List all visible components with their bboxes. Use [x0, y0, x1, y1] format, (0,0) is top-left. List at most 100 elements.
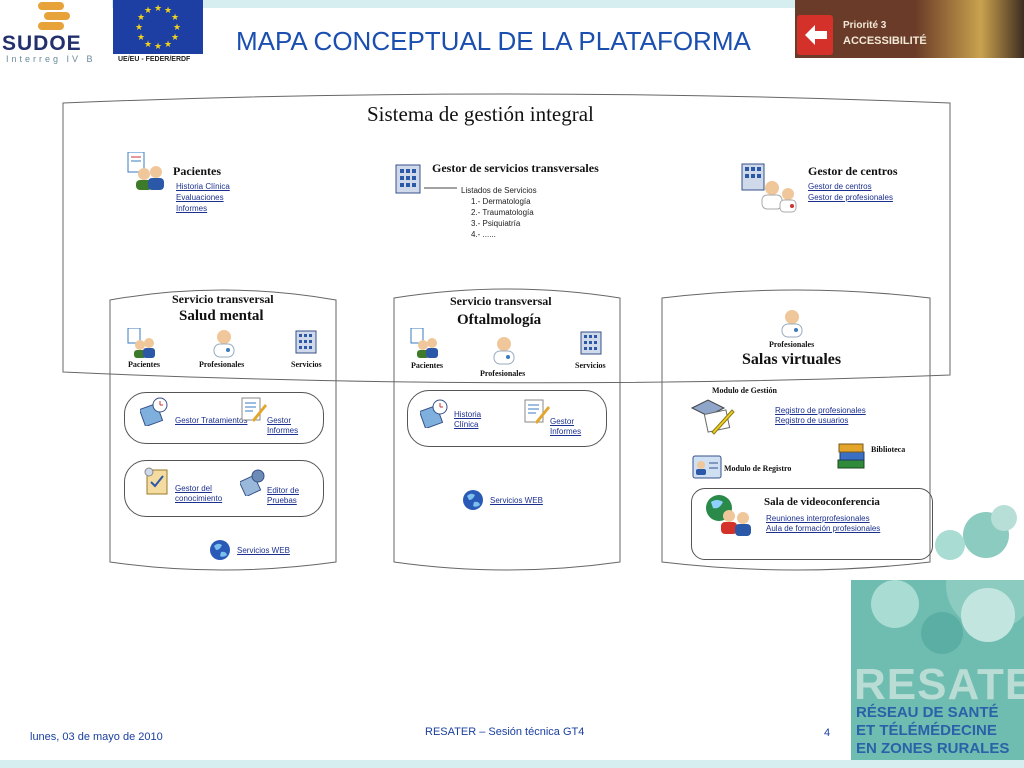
- service-item: 2.- Traumatología: [471, 208, 534, 217]
- decor-bubble: [935, 530, 965, 560]
- decor-bubble: [871, 580, 919, 628]
- link-registro-profesionales[interactable]: Registro de profesionales: [775, 406, 866, 415]
- test-editor-icon: [238, 468, 266, 501]
- oftalmologia-subtitle: Servicio transversal: [450, 294, 552, 308]
- diagram-outlines: [62, 93, 951, 571]
- link-aula-formacion[interactable]: Aula de formación profesionales: [766, 524, 881, 533]
- link-registro-usuarios[interactable]: Registro de usuarios: [775, 416, 849, 425]
- patients-icon: [126, 151, 168, 197]
- salud-mental-title: Salud mental: [179, 308, 264, 324]
- link-historia-clinica[interactable]: Historia Clínica: [176, 182, 230, 191]
- bottom-decor-bar: [0, 760, 1024, 768]
- videoconference-box: [691, 488, 933, 560]
- videoconference-icon: [703, 492, 753, 543]
- link-historia-clinica-oft[interactable]: Historia Clínica: [454, 410, 482, 429]
- modulo-registro-label: Modulo de Registro: [724, 464, 792, 473]
- oftalmologia-cylinder: [393, 288, 621, 571]
- page-title: MAPA CONCEPTUAL DE LA PLATAFORMA: [236, 26, 751, 56]
- centers-staff-icon: [740, 162, 802, 219]
- svg-text:★: ★: [154, 42, 162, 52]
- link-evaluaciones[interactable]: Evaluaciones: [176, 193, 224, 202]
- svg-text:★: ★: [144, 40, 152, 50]
- resater-tagline-3: EN ZONES RURALES: [856, 740, 1010, 757]
- svg-text:★: ★: [154, 4, 162, 14]
- professional-icon: [491, 335, 517, 370]
- link-gestor-profesionales[interactable]: Gestor de profesionales: [808, 193, 893, 202]
- resater-tagline-2: ET TÉLÉMÉDECINE: [856, 722, 997, 739]
- globe-icon: [208, 538, 232, 567]
- patients-icon: [409, 327, 441, 363]
- history-clock-icon: [418, 398, 450, 433]
- biblioteca-label: Biblioteca: [871, 445, 906, 454]
- salud-mental-cylinder: [109, 289, 337, 571]
- svg-text:★: ★: [164, 6, 172, 16]
- pacientes-label: Pacientes: [128, 360, 160, 369]
- servicios-label: Servicios: [575, 361, 606, 370]
- svg-text:★: ★: [173, 23, 181, 33]
- accessibility-arrow-icon: [797, 15, 833, 55]
- svg-text:★: ★: [171, 13, 179, 23]
- gestor-centros-title: Gestor de centros: [808, 164, 898, 178]
- modulo-gestion-label: Modulo de Gestión: [712, 386, 777, 395]
- link-gestor-informes-oft[interactable]: Gestor Informes: [550, 417, 582, 436]
- service-item: 4.- ......: [471, 230, 496, 239]
- sudoe-ribbon-mark: [38, 22, 64, 30]
- svg-text:★: ★: [171, 33, 179, 43]
- priority-label: Priorité 3: [843, 20, 887, 31]
- resater-logo-panel: [851, 580, 1024, 760]
- svg-text:★: ★: [137, 13, 145, 23]
- footer-date: lunes, 03 de mayo de 2010: [30, 731, 163, 743]
- building-icon: [579, 330, 603, 361]
- sudoe-logo-word: SUDOE: [2, 32, 82, 55]
- building-icon: [394, 163, 422, 200]
- decor-bubble: [961, 588, 1015, 642]
- sudoe-ribbon-mark: [44, 12, 70, 20]
- library-books-icon: [836, 438, 868, 477]
- report-edit-icon: [240, 396, 268, 429]
- link-gestor-conocimiento[interactable]: Gestor del conocimiento: [175, 484, 223, 503]
- registration-card-icon: [691, 452, 723, 487]
- knowledge-clipboard-icon: [143, 466, 171, 501]
- sudoe-logo: [0, 0, 112, 68]
- top-decor-bar: [0, 0, 1024, 8]
- oftalmologia-tools-box: [407, 390, 607, 447]
- servicios-label: Servicios: [291, 360, 322, 369]
- svg-text:★: ★: [135, 23, 143, 33]
- resater-logo-word: RESATER: [854, 660, 1024, 709]
- decor-bubble: [921, 612, 963, 654]
- building-icon: [294, 329, 318, 360]
- treatment-clock-icon: [138, 396, 170, 431]
- link-gestor-tratamientos[interactable]: Gestor Tratamientos: [175, 416, 248, 425]
- page-number: 4: [824, 727, 831, 739]
- system-cylinder-outline: [62, 93, 951, 384]
- link-informes[interactable]: Informes: [176, 204, 208, 213]
- report-edit-icon: [523, 398, 551, 431]
- profesionales-label: Profesionales: [769, 340, 815, 349]
- link-editor-pruebas[interactable]: Editor de Pruebas: [267, 486, 300, 505]
- link-servicios-web[interactable]: Servicios WEB: [237, 546, 290, 555]
- pacientes-label: Pacientes: [411, 361, 443, 370]
- system-title: Sistema de gestión integral: [367, 102, 594, 126]
- svg-text:★: ★: [137, 33, 145, 43]
- oftalmologia-title: Oftalmología: [457, 312, 542, 328]
- link-gestor-centros[interactable]: Gestor de centros: [808, 182, 872, 191]
- salud-mental-tools-box-2: [124, 460, 324, 517]
- salud-mental-tools-box-1: [124, 392, 324, 444]
- profesionales-label: Profesionales: [480, 369, 526, 378]
- professional-icon: [211, 328, 237, 363]
- sudoe-logo-subtitle: Interreg IV B: [6, 54, 96, 64]
- banner-photo: [915, 0, 1024, 58]
- salud-mental-subtitle: Servicio transversal: [172, 292, 274, 306]
- svg-text:★: ★: [144, 6, 152, 16]
- eu-caption: UE/EU - FEDER/ERDF: [118, 56, 191, 63]
- link-gestor-informes[interactable]: Gestor Informes: [267, 416, 299, 435]
- priority-accessibility-banner: Priorité 3 ACCESSIBILITÉ: [795, 0, 1024, 58]
- eu-flag-logo: ★★★ ★★★ ★★★ ★★★: [113, 0, 203, 54]
- link-reuniones-interprofesionales[interactable]: Reuniones interprofesionales: [766, 514, 870, 523]
- resater-tagline-1: RÉSEAU DE SANTÉ: [856, 704, 999, 721]
- profesionales-label: Profesionales: [199, 360, 245, 369]
- link-servicios-web-oft[interactable]: Servicios WEB: [490, 496, 543, 505]
- eu-stars-icon: ★★★ ★★★ ★★★ ★★★: [135, 4, 181, 52]
- svg-text:★: ★: [164, 40, 172, 50]
- accessibility-label: ACCESSIBILITÉ: [843, 35, 927, 47]
